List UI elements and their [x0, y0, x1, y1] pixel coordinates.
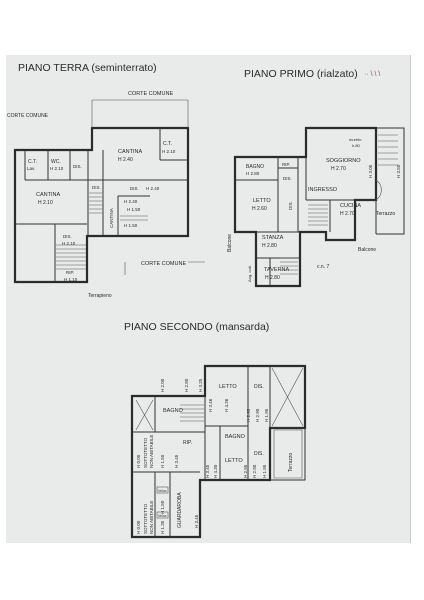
room-ct-2: C.T. [163, 141, 172, 147]
label-velux-2: Velux [158, 514, 167, 518]
height-1-50-second: H 1.50 [160, 454, 165, 468]
ground-corte-bottom: CORTE COMUNE [141, 261, 186, 267]
room-rip-first: RIP. [282, 162, 290, 167]
second-floor-plan: H 2.00 H 2.80 H 3.25 LETTO H 3.46 H 4.36… [130, 364, 307, 539]
height-1-50-b: H 1.50 [124, 223, 138, 228]
room-ingresso: INGRESSO [308, 187, 338, 193]
room-taverna-height: H 2.80 [265, 275, 280, 281]
room-letto-first: LETTO [253, 198, 271, 204]
room-stanza-height: H 2.80 [262, 243, 277, 249]
height-0-00: H 0.00 [136, 454, 141, 468]
height-3-45-a: H 3.45 [174, 454, 179, 468]
room-cantina-small: CANTINA [109, 208, 114, 228]
room-cucina: CUCINA [340, 203, 361, 209]
height-3-05: H 3.05 [368, 164, 373, 178]
room-cantina-left: CANTINA [36, 192, 60, 198]
height-2-80: H 2.80 [184, 378, 189, 392]
ground-corte-top: CORTE COMUNE [128, 91, 173, 97]
room-cantina-left-height: H 2.10 [38, 200, 53, 206]
room-dis-second-1: DIS. [254, 384, 264, 390]
height-1-95: H 1.95 [264, 408, 269, 422]
title-ground-floor: PIANO TERRA (seminterrato) [18, 62, 157, 74]
room-cucina-height: H 2.70 [340, 211, 355, 217]
room-rip: RIP. [66, 270, 74, 275]
ground-floor-plan: CORTE COMUNE CORTE COMUNE CORTE COMUNE T… [7, 91, 205, 299]
room-ct-2-height: H 2.10 [162, 149, 176, 154]
room-sottotetto-1: SOTTOTETTO [143, 437, 148, 468]
height-4-36: H 4.36 [224, 398, 229, 412]
room-cantina-main: CANTINA [118, 149, 142, 155]
label-balcone-left: Balcone [227, 234, 233, 252]
height-3-45-b: H 3.45 [205, 464, 210, 478]
height-3-50: H 3.50 [396, 164, 401, 178]
velux-icon [156, 511, 169, 519]
room-dis-4-height: H 2.10 [62, 241, 76, 246]
room-sottotetto-2: SOTTOTETTO [143, 503, 148, 534]
ground-corte-left: CORTE COMUNE [7, 113, 49, 119]
height-1-35: H 1.35 [160, 520, 165, 534]
room-guardaroba: GUARDAROBA [177, 492, 183, 528]
height-3-46: H 3.46 [208, 398, 213, 412]
room-non-abitabile-2: NON ABITABILE [149, 501, 154, 534]
room-stanza: STANZA [262, 235, 284, 241]
title-first-floor: PIANO PRIMO (rialzato) [244, 68, 358, 80]
title-second-floor: PIANO SECONDO (mansarda) [124, 321, 269, 333]
room-ct-lav-sub: Lav. [27, 166, 35, 171]
room-terrazzo-second: Terrazzo [288, 453, 294, 472]
height-3-25: H 3.25 [198, 378, 203, 392]
plan-sheet [6, 55, 411, 543]
height-2-00: H 2.00 [160, 378, 165, 392]
first-floor-plan: BAGNO H 2.80 RIP. DIS. SOGGIORNO H 2.70 … [227, 126, 405, 288]
room-dis-first: DIS. [283, 176, 292, 181]
label-balcone-right: Balcone [358, 247, 376, 253]
room-ct-lav: C.T. [28, 159, 37, 165]
title-first-floor-note: ·· \ \ \ [364, 71, 380, 78]
height-2-95: H 2.95 [246, 408, 251, 422]
room-dis-2: DIS. [92, 185, 101, 190]
room-letto-second-1: LETTO [219, 384, 237, 390]
room-soggiorno-height: H 2.70 [331, 166, 346, 172]
room-letto-second-2: LETTO [225, 458, 243, 464]
room-bagno-second-1: BAGNO [163, 408, 184, 414]
room-wc: WC. [51, 159, 61, 165]
room-non-abitabile-1: NON ABITABILE [149, 435, 154, 468]
label-velux-1: Velux [158, 489, 167, 493]
height-4-30: H 4.30 [213, 464, 218, 478]
room-terrazzo-first: Terrazzo [376, 211, 395, 217]
label-mureto-height: h.80 [352, 143, 361, 148]
room-bagno-second-2: BAGNO [225, 434, 246, 440]
ground-terrapieno: Terrapieno [88, 293, 112, 299]
room-dis-3: DIS. [130, 186, 139, 191]
room-cantina-main-height: H 2.40 [118, 157, 133, 163]
label-mureto: mureto [349, 137, 362, 142]
height-2-40: H 2.40 [124, 199, 138, 204]
height-1-50-second-b: H 1.50 [160, 500, 165, 514]
label-cn7: c.n. 7 [317, 264, 329, 270]
room-wc-height: H 2.10 [50, 166, 64, 171]
height-0-00-b: H 0.00 [136, 520, 141, 534]
room-soggiorno: SOGGIORNO [326, 158, 361, 164]
room-dis-second-2: DIS. [254, 451, 264, 457]
velux-icon [156, 486, 169, 494]
room-dis-first-2: DIS. [288, 201, 293, 210]
height-2-90-b: H 2.90 [252, 464, 257, 478]
room-bagno-first-height: H 2.80 [246, 171, 260, 176]
room-bagno-first: BAGNO [246, 164, 264, 170]
room-dis-4: DIS. [63, 234, 72, 239]
label-ang-cott: Ang. cott. [247, 265, 252, 282]
height-2-95-b: H 2.95 [243, 464, 248, 478]
height-3-45-c: H 3.45 [194, 514, 199, 528]
room-rip-height: H 1.10 [64, 277, 78, 282]
room-rip-second: RIP. [183, 440, 192, 446]
room-dis-3-height: H 2.40 [146, 186, 160, 191]
height-1-95-b: H 1.95 [262, 464, 267, 478]
room-taverna: TAVERNA [264, 267, 289, 273]
height-2-90: H 2.90 [255, 408, 260, 422]
room-dis-1: DIS. [73, 164, 82, 169]
room-letto-first-height: H 2.60 [252, 206, 267, 212]
height-1-50: H 1.50 [127, 207, 141, 212]
